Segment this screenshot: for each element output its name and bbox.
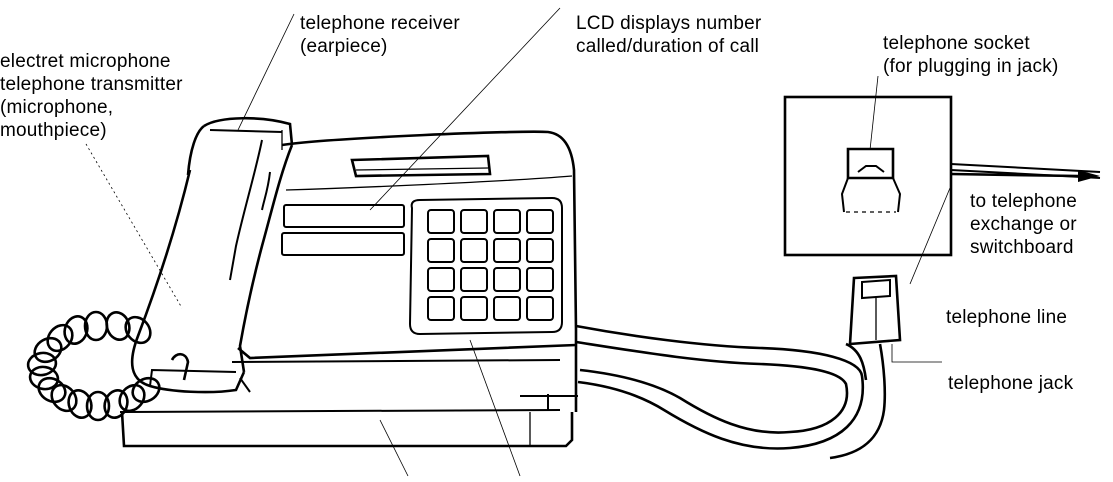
cord-coil-loop xyxy=(67,389,93,419)
keypad-key xyxy=(427,209,455,234)
socket-label-line-1: telephone socket xyxy=(883,33,1030,54)
keypad-key xyxy=(460,209,488,234)
cord-coil-loop xyxy=(26,351,58,377)
wall-socket-plate xyxy=(783,95,953,257)
cord-coil-loop xyxy=(33,336,63,364)
microphone-label-line-4: mouthpiece) xyxy=(0,120,107,141)
telephone-line-label-text: telephone line xyxy=(946,307,1068,328)
keypad-key xyxy=(493,209,521,234)
exchange-label-line-3: switchboard xyxy=(970,237,1074,258)
keypad-key xyxy=(460,238,488,263)
keypad xyxy=(408,196,563,336)
receiver-label: telephone receiver (earpiece) xyxy=(300,12,460,58)
receiver-label-line-2: (earpiece) xyxy=(300,36,388,57)
exchange-label-line-1: to telephone xyxy=(970,191,1077,212)
socket-label-line-2: (for plugging in jack) xyxy=(883,56,1059,77)
lcd-label-line-1: LCD displays number xyxy=(576,13,762,34)
keypad-key xyxy=(526,267,554,292)
cord-coil-loop xyxy=(46,323,74,353)
keypad-key xyxy=(427,267,455,292)
socket-outlet xyxy=(840,147,902,213)
telephone-jack-label: telephone jack xyxy=(948,372,1073,395)
cord-coil-loop xyxy=(103,389,129,419)
telephone-line-label: telephone line xyxy=(946,306,1067,329)
microphone-label-line-1: electret microphone xyxy=(0,51,171,72)
cord-coil-loop xyxy=(37,376,67,404)
keypad-key xyxy=(493,267,521,292)
keypad-key xyxy=(427,296,455,321)
telephone-jack-label-text: telephone jack xyxy=(948,373,1074,394)
lcd-label: LCD displays number called/duration of c… xyxy=(576,12,761,58)
lcd-display-slot xyxy=(350,154,492,178)
receiver-label-line-1: telephone receiver xyxy=(300,13,460,34)
keypad-key xyxy=(526,296,554,321)
keypad-key xyxy=(460,267,488,292)
microphone-label: electret microphone telephone transmitte… xyxy=(0,50,183,142)
telephone-base xyxy=(119,130,578,448)
keypad-key xyxy=(526,238,554,263)
telephone-handset xyxy=(130,116,294,394)
keypad-key xyxy=(526,209,554,234)
keypad-key xyxy=(493,296,521,321)
coiled-handset-cord xyxy=(26,310,161,422)
exchange-label: to telephone exchange or switchboard xyxy=(970,190,1077,259)
cord-coil-loop xyxy=(85,390,111,422)
telephone-line xyxy=(950,163,1101,182)
telephone-jack-plug xyxy=(848,274,902,346)
lcd-label-line-2: called/duration of call xyxy=(576,36,760,57)
telephone-cord xyxy=(575,324,887,460)
keypad-key xyxy=(460,296,488,321)
cord-coil-loop xyxy=(118,383,146,413)
cord-coil-loop xyxy=(124,315,152,345)
keypad-key xyxy=(427,238,455,263)
socket-label: telephone socket (for plugging in jack) xyxy=(883,32,1058,78)
exchange-label-line-2: exchange or xyxy=(970,214,1077,235)
microphone-label-line-2: telephone transmitter xyxy=(0,74,183,95)
label-leader-lines xyxy=(85,7,951,477)
lcd-panels xyxy=(281,204,405,256)
keypad-key xyxy=(493,238,521,263)
microphone-label-line-3: (microphone, xyxy=(0,97,114,118)
cord-coil-loop xyxy=(83,310,109,342)
cord-coil-loop xyxy=(131,376,161,404)
